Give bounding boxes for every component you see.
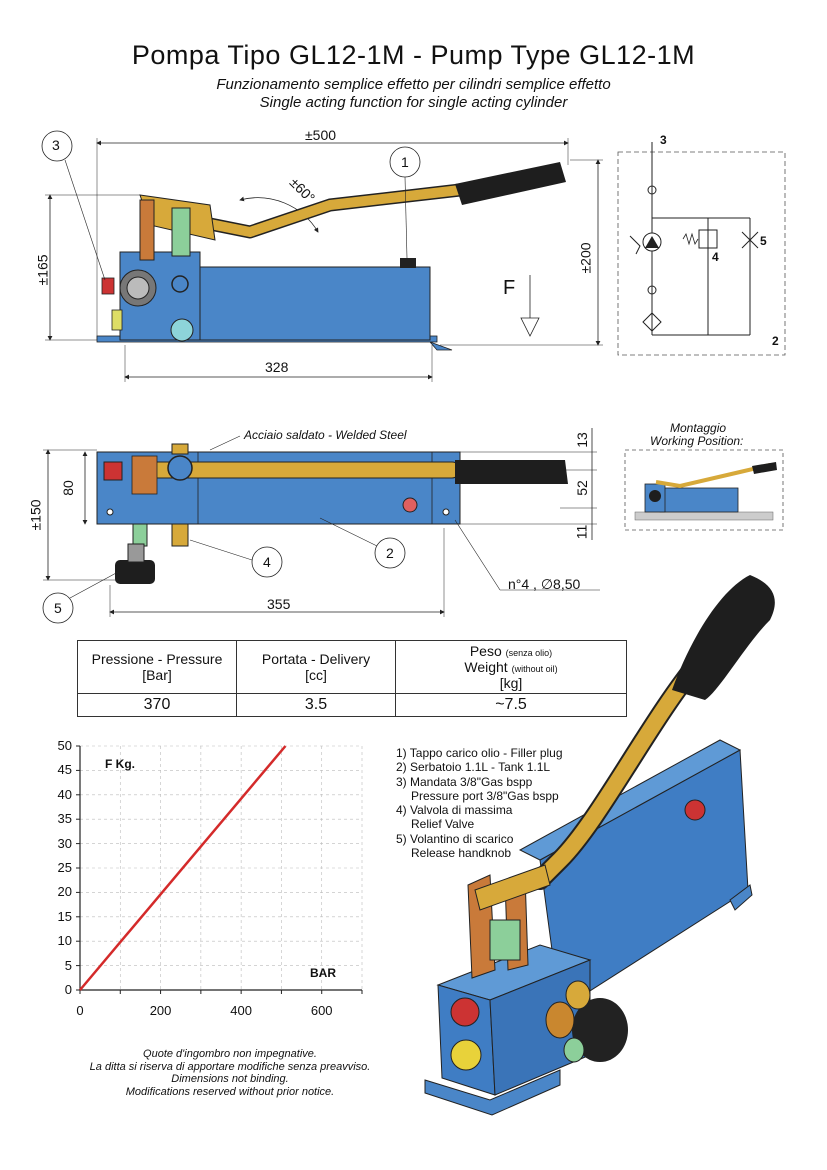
y-tick-label: 35 [57,811,72,827]
dim-total-height: ±200 [577,242,594,274]
pump-3d-illustration [424,575,775,1116]
dim-80: 80 [59,480,76,496]
y-tick-label: 20 [57,884,72,900]
weight-unit: [kg] [499,675,523,691]
y-tick-label: 15 [57,908,72,924]
schematic-port-2: 2 [772,334,779,348]
material-label: Acciaio saldato - Welded Steel [244,428,407,442]
side-view-drawing [41,130,603,382]
mounting-label-en: Working Position: [650,434,744,448]
disclaimer-line: La ditta si riserva di apportare modific… [89,1060,371,1073]
callout-5: 5 [54,600,62,616]
x-tick-label: 400 [230,1003,252,1018]
force-label: F [503,277,516,299]
y-tick-label: 50 [57,738,72,753]
y-tick-label: 25 [57,860,72,875]
mounting-position-drawing [624,449,784,531]
legend-item: 2) Serbatoio 1.1L - Tank 1.1L [396,760,551,775]
legend-item: 5) Volantino di scarico [396,831,514,846]
delivery-header-cell: Portata - Delivery [cc] [236,640,396,694]
dim-150: ±150 [27,499,44,531]
weight-value: ~7.5 [395,693,627,717]
schematic-port-5: 5 [760,234,767,248]
dim-13: 13 [573,432,590,448]
legend-item: 4) Valvola di massima [396,803,513,818]
dim-length: ±500 [305,127,337,143]
disclaimer: Quote d'ingombro non impegnative. La dit… [40,1048,420,1098]
dim-52: 52 [573,480,590,496]
dim-tank-length: 328 [265,359,289,375]
weight-header-en: Weight [464,659,508,675]
weight-note-en: (without oil) [511,664,558,674]
disclaimer-line: Dimensions not binding. [171,1073,289,1085]
weight-header-it: Peso [469,643,502,659]
hydraulic-schematic [617,142,786,356]
series-line [79,745,287,991]
callout-2: 2 [386,545,394,561]
disclaimer-line: Quote d'ingombro non impegnative. [143,1048,317,1060]
y-tick-label: 40 [57,786,72,802]
chart-ylabel: F Kg. [105,757,135,771]
x-tick-label: 0 [76,1003,84,1018]
spec-table: Pressione - Pressure [Bar] Portata - Del… [77,640,627,717]
x-tick-label: 600 [310,1003,333,1018]
dim-355: 355 [267,596,291,612]
legend-item: 3) Mandata 3/8"Gas bspp [396,774,533,789]
y-tick-label: 5 [64,957,72,973]
legend-item: Pressure port 3/8"Gas bspp [411,788,559,803]
force-pressure-chart [76,745,363,994]
dim-height: ±165 [34,254,51,286]
y-tick-label: 0 [64,982,72,997]
callout-4: 4 [263,554,271,570]
delivery-unit: [cc] [305,667,327,683]
subtitle-italian: Funzionamento semplice effetto per cilin… [216,76,611,93]
legend-item: 1) Tappo carico olio - Filler plug [396,746,563,760]
mounting-holes: n°4 , ∅8,50 [508,576,581,592]
callout-1: 1 [401,154,409,170]
schematic-port-4: 4 [712,250,719,264]
pressure-header-cell: Pressione - Pressure [Bar] [77,640,237,694]
y-tick-label: 45 [57,762,72,778]
mounting-label-it: Montaggio [670,421,727,435]
pressure-value: 370 [77,693,237,717]
legend-item: Relief Valve [411,817,475,832]
schematic-port-3: 3 [660,133,667,147]
subtitle-english: Single acting function for single acting… [259,94,568,111]
chart-xlabel: BAR [310,966,336,980]
weight-header-cell: Peso (senza olio) Weight (without oil) [… [395,640,627,694]
x-tick-label: 200 [149,1003,172,1018]
legend-item: Release handknob [411,846,512,861]
pressure-header: Pressione - Pressure [91,651,223,667]
y-tick-label: 10 [57,933,72,949]
pressure-unit: [Bar] [142,667,172,683]
delivery-value: 3.5 [236,693,396,717]
parts-legend: 1) Tappo carico olio - Filler plug 2) Se… [396,746,563,860]
delivery-header: Portata - Delivery [261,651,371,667]
disclaimer-line: Modifications reserved without prior not… [125,1085,335,1098]
y-tick-label: 30 [57,835,72,851]
weight-note-it: (senza olio) [505,648,553,658]
callout-3: 3 [52,137,60,153]
page-title: Pompa Tipo GL12-1M - Pump Type GL12-1M [131,40,696,70]
dim-11: 11 [573,524,590,540]
top-view-drawing [42,428,600,624]
